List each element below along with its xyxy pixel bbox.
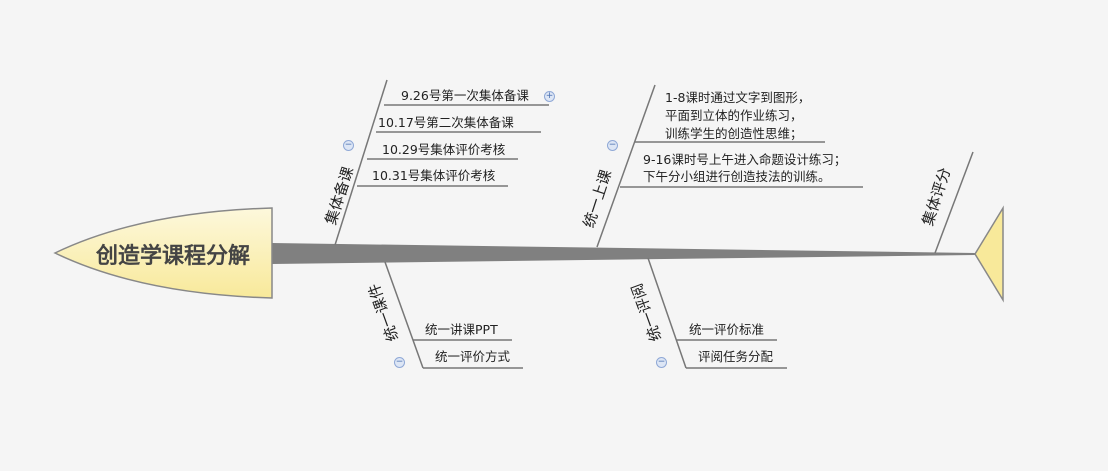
bone-tongyi-kejian xyxy=(384,261,424,369)
bone-jiti-beike xyxy=(334,79,388,246)
topic-item[interactable]: 统一评价标准 xyxy=(689,322,765,337)
topic-item[interactable]: 统一评价方式 xyxy=(435,349,511,364)
central-topic[interactable]: 创造学课程分解 xyxy=(96,244,251,269)
topic-item-line[interactable]: 平面到立体的作业练习， xyxy=(665,108,803,123)
topic-item-line[interactable]: 1-8课时通过文字到图形， xyxy=(665,90,811,105)
bone-jiti-pingfen xyxy=(934,151,974,254)
topic-item[interactable]: 10.31号集体评价考核 xyxy=(372,168,496,183)
expand-icon[interactable]: + xyxy=(544,91,555,102)
topic-item-line[interactable]: 9-16课时号上午进入命题设计练习； xyxy=(643,152,847,167)
fish-tail[interactable] xyxy=(974,205,1004,303)
topic-item[interactable]: 评阅任务分配 xyxy=(698,349,774,364)
topic-item[interactable]: 9.26号第一次集体备课 xyxy=(401,88,529,103)
spine xyxy=(272,243,975,264)
bone-tongyi-shangke xyxy=(596,84,656,248)
bone-tongyi-pingyue xyxy=(647,257,687,369)
topic-item[interactable]: 10.29号集体评价考核 xyxy=(382,142,506,157)
topic-item[interactable]: 统一讲课PPT xyxy=(425,322,498,337)
collapse-icon[interactable]: − xyxy=(656,357,667,368)
topic-item-line[interactable]: 下午分小组进行创造技法的训练。 xyxy=(643,169,831,184)
topic-item-line[interactable]: 训练学生的创造性思维； xyxy=(665,126,803,141)
collapse-icon[interactable]: − xyxy=(343,140,354,151)
fish-head[interactable] xyxy=(53,207,273,299)
topic-item[interactable]: 10.17号第二次集体备课 xyxy=(378,115,514,130)
collapse-icon[interactable]: − xyxy=(607,140,618,151)
collapse-icon[interactable]: − xyxy=(394,357,405,368)
